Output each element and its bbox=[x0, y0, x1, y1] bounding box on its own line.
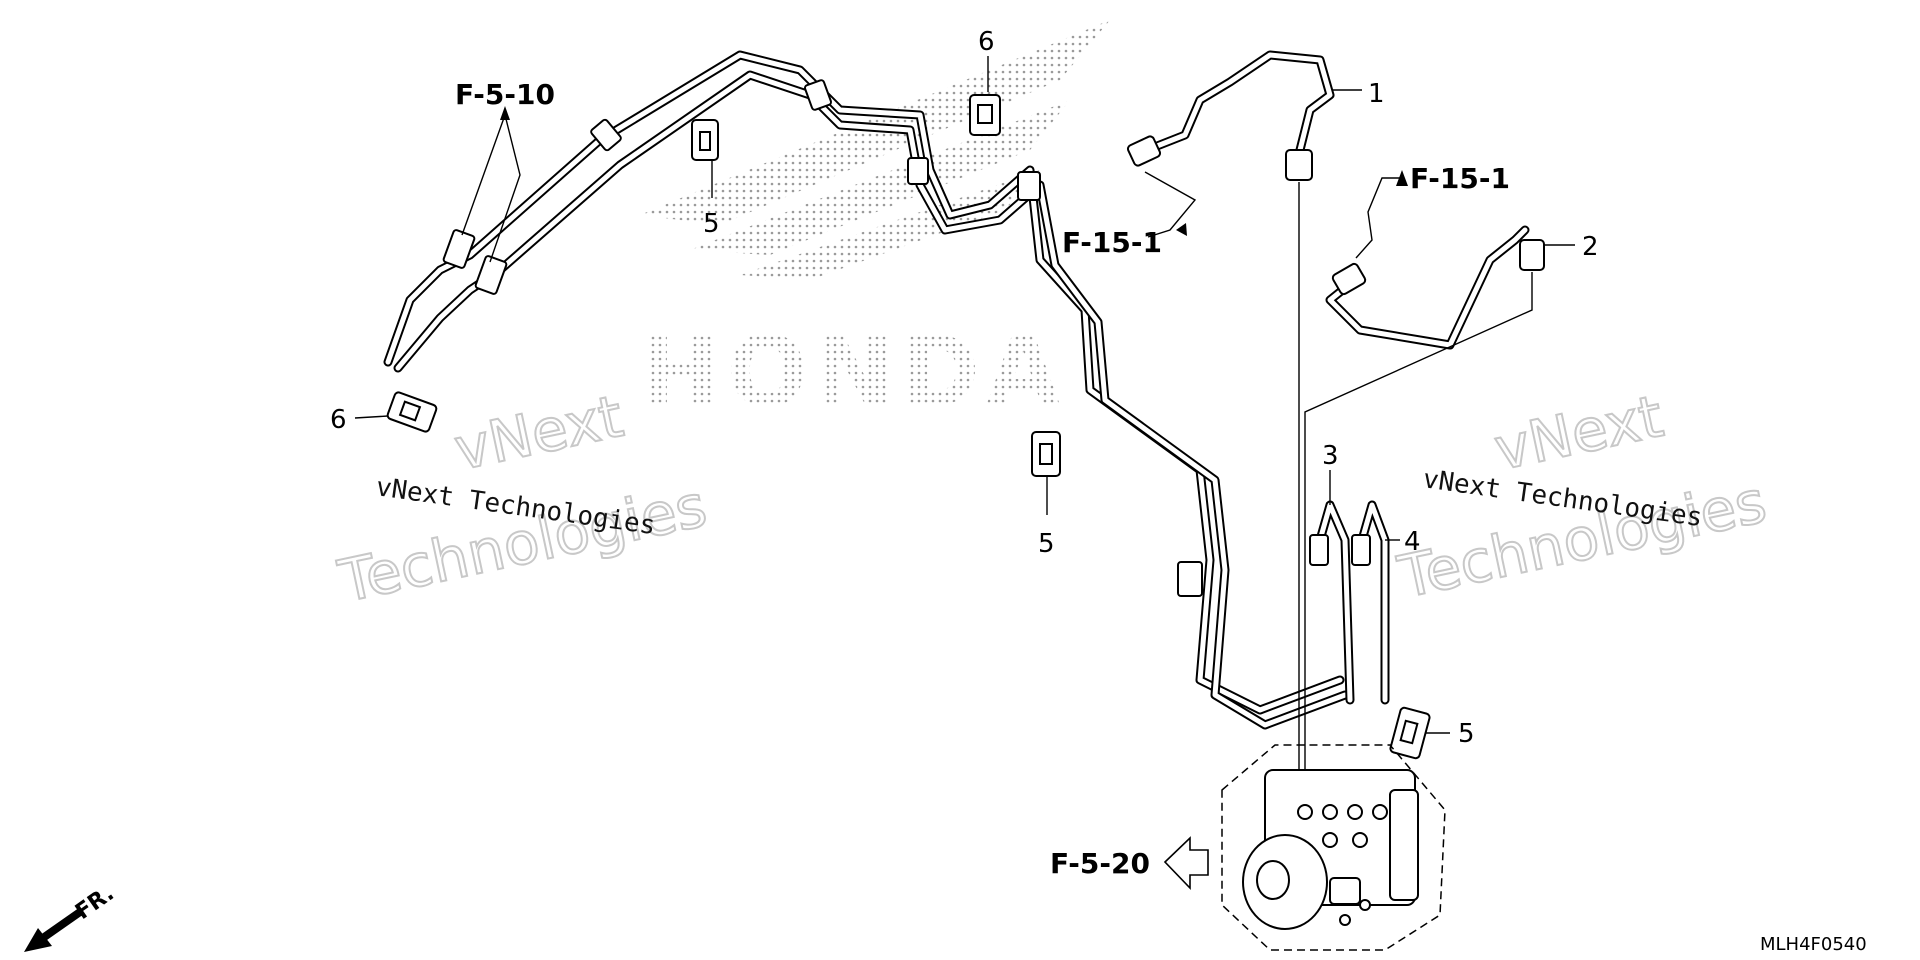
arrow-left-f5-20-icon bbox=[1163, 836, 1209, 890]
abs-modulator-unit bbox=[1221, 744, 1446, 951]
callout-5-c: 5 bbox=[1458, 719, 1475, 749]
clamp-part-5-b bbox=[1031, 431, 1061, 515]
front-label: FR. bbox=[71, 881, 119, 925]
honda-watermark-text: HONDA bbox=[640, 316, 1066, 428]
arrow-up-f5-10-icon bbox=[500, 106, 510, 120]
reference-leaders bbox=[461, 89, 1575, 541]
front-arrow-icon bbox=[24, 928, 52, 952]
main-brake-pipe-pair bbox=[383, 50, 1350, 730]
ref-f-5-20: F-5-20 bbox=[1050, 847, 1150, 880]
diagram-code: MLH4F0540 bbox=[1760, 934, 1867, 955]
callout-4: 4 bbox=[1404, 527, 1421, 557]
front-direction-indicator: FR. bbox=[24, 881, 119, 952]
brake-pipe-part-3-4 bbox=[1309, 500, 1390, 705]
clamp-part-5-c bbox=[1389, 706, 1450, 760]
ref-f-5-10: F-5-10 bbox=[455, 78, 555, 111]
callout-6-top: 6 bbox=[978, 27, 995, 57]
arrow-up-f15-1-icon bbox=[1396, 170, 1408, 186]
honda-logo-watermark: HONDA bbox=[640, 20, 1110, 428]
vnext-outline-text: vNext bbox=[1489, 382, 1669, 484]
brake-pipe-part-2 bbox=[1304, 225, 1545, 800]
ref-f-15-1-right: F-15-1 bbox=[1410, 162, 1510, 195]
clip-part-6-left bbox=[354, 391, 438, 433]
brake-pipe-part-1 bbox=[1126, 50, 1335, 790]
vnext-outline-text: vNext bbox=[449, 382, 629, 484]
arrow-left-f15-1-icon bbox=[1176, 223, 1187, 236]
callout-5-a: 5 bbox=[703, 209, 720, 239]
callout-1: 1 bbox=[1368, 79, 1385, 109]
callout-5-b: 5 bbox=[1038, 529, 1055, 559]
callout-2: 2 bbox=[1582, 232, 1599, 262]
clamp-part-5-a bbox=[691, 119, 719, 198]
clip-part-6-top bbox=[969, 56, 1001, 136]
ref-f-15-1-left: F-15-1 bbox=[1062, 226, 1162, 259]
callout-6-left: 6 bbox=[330, 405, 347, 435]
callout-3: 3 bbox=[1322, 441, 1339, 471]
